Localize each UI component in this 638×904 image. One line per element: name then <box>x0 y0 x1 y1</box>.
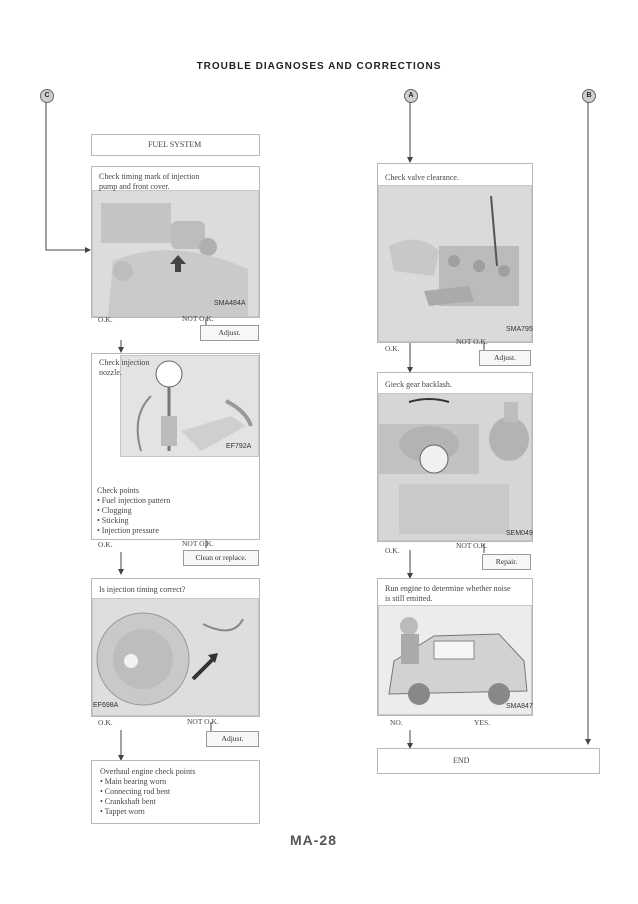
adjust-box: Adjust. <box>206 731 259 747</box>
photo-code: SEM049 <box>506 530 533 537</box>
clean-replace-box: Clean or replace. <box>183 550 259 566</box>
timing-check-text: Check timing mark of injection pump and … <box>99 172 199 192</box>
adjust-box: Adjust. <box>200 325 259 341</box>
gear-backlash-photo <box>378 393 532 541</box>
yes-label: YES. <box>474 718 490 727</box>
run-engine-text: Run engine to determine whether noise is… <box>385 584 511 604</box>
adjust-box: Adjust. <box>479 350 531 366</box>
no-label: NO. <box>390 718 403 727</box>
not-ok-label: NOT O.K. <box>456 541 488 550</box>
photo-code: SMA484A <box>214 300 246 307</box>
photo-code: SMA847 <box>506 703 533 710</box>
nozzle-check-text: Check injection nozzle. <box>99 358 149 378</box>
mechanic-car-photo <box>378 605 532 715</box>
ok-label: O.K. <box>385 344 400 353</box>
injection-pump-photo <box>92 190 259 317</box>
photo-code: EF792A <box>226 443 251 450</box>
ok-label: O.K. <box>98 315 113 324</box>
repair-box: Repair. <box>482 554 531 570</box>
overhaul-text: Overhaul engine check points • Main bear… <box>100 767 195 817</box>
end-label: END <box>453 756 469 766</box>
backlash-check-text: Gieck gear backlash. <box>385 380 452 390</box>
not-ok-label: NOT O.K. <box>456 337 488 346</box>
valve-check-text: Check valve clearance. <box>385 173 459 183</box>
not-ok-label: NOT O.K. <box>182 314 214 323</box>
end-box <box>377 748 600 774</box>
photo-code: SMA795 <box>506 326 533 333</box>
valve-clearance-photo <box>378 185 532 342</box>
ok-label: O.K. <box>98 540 113 549</box>
page-number: MA-28 <box>290 832 337 848</box>
timing-gear-photo <box>92 598 259 716</box>
ok-label: O.K. <box>385 546 400 555</box>
photo-code: EF698A <box>93 702 118 709</box>
ok-label: O.K. <box>98 718 113 727</box>
not-ok-label: NOT O.K. <box>182 539 214 548</box>
nozzle-check-points: Check points • Fuel injection pattern • … <box>97 486 170 536</box>
not-ok-label: NOT O.K. <box>187 717 219 726</box>
timing-correct-text: Is injection timing correct? <box>99 585 185 595</box>
fuel-system-label: FUEL SYSTEM <box>148 140 201 150</box>
